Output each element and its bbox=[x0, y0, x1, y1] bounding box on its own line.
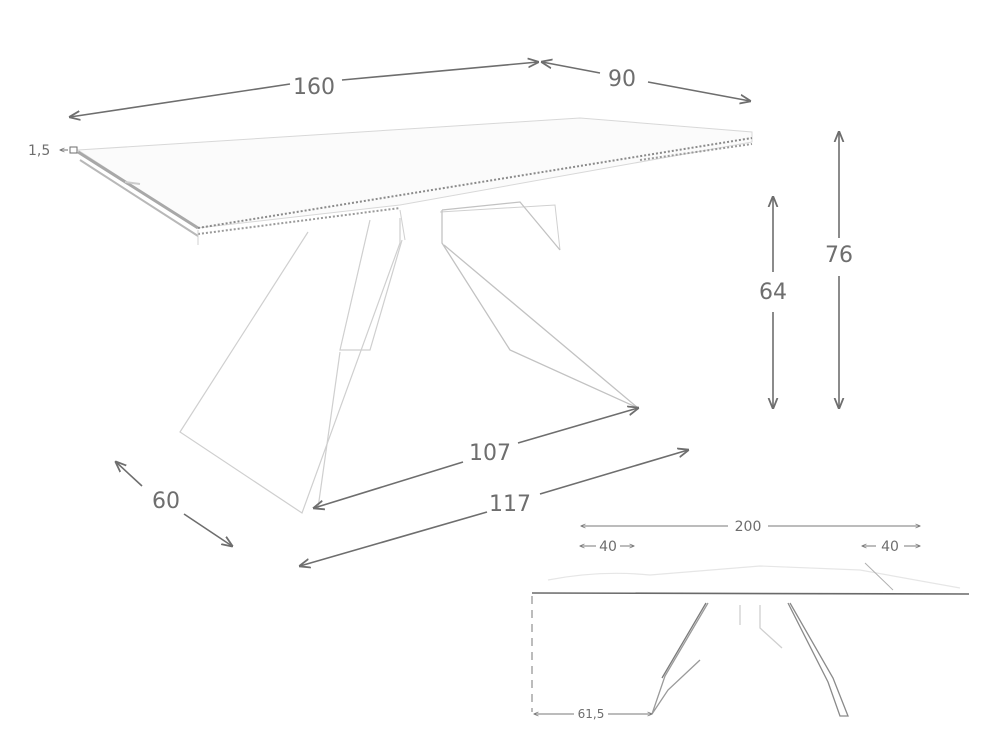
dim-leg-span-107: 107 bbox=[314, 408, 638, 508]
label-60: 60 bbox=[152, 489, 180, 514]
label-40-left: 40 bbox=[599, 539, 617, 555]
table-perspective bbox=[76, 117, 753, 514]
dim-extended-200: 200 bbox=[581, 519, 920, 535]
dim-height-76: 76 bbox=[825, 132, 853, 408]
dim-extension-left-40: 40 bbox=[580, 539, 634, 555]
side-legs bbox=[651, 602, 849, 717]
label-40-right: 40 bbox=[881, 539, 899, 555]
dim-height-64: 64 bbox=[759, 197, 787, 408]
label-64: 64 bbox=[759, 280, 787, 305]
dim-extension-right-40: 40 bbox=[862, 539, 920, 555]
label-107: 107 bbox=[469, 441, 511, 466]
dim-leg-depth-60: 60 bbox=[116, 462, 232, 546]
label-117: 117 bbox=[489, 492, 531, 517]
table-side-view: 200 40 40 bbox=[531, 519, 970, 721]
left-leg bbox=[179, 218, 403, 514]
dim-length-160: 160 bbox=[70, 62, 538, 117]
label-200: 200 bbox=[735, 519, 762, 535]
label-1-5: 1,5 bbox=[28, 143, 50, 159]
dim-depth-90: 90 bbox=[542, 62, 750, 101]
dim-leg-offset-61-5: 61,5 bbox=[531, 596, 652, 721]
side-tabletop bbox=[531, 562, 970, 595]
label-90: 90 bbox=[608, 67, 636, 92]
tabletop bbox=[76, 117, 753, 251]
dim-leg-span-117: 117 bbox=[300, 450, 688, 566]
dim-thickness-1-5: 1,5 bbox=[28, 143, 78, 159]
label-61-5: 61,5 bbox=[578, 707, 605, 721]
label-76: 76 bbox=[825, 243, 853, 268]
right-leg bbox=[441, 201, 639, 409]
label-160: 160 bbox=[293, 75, 335, 100]
